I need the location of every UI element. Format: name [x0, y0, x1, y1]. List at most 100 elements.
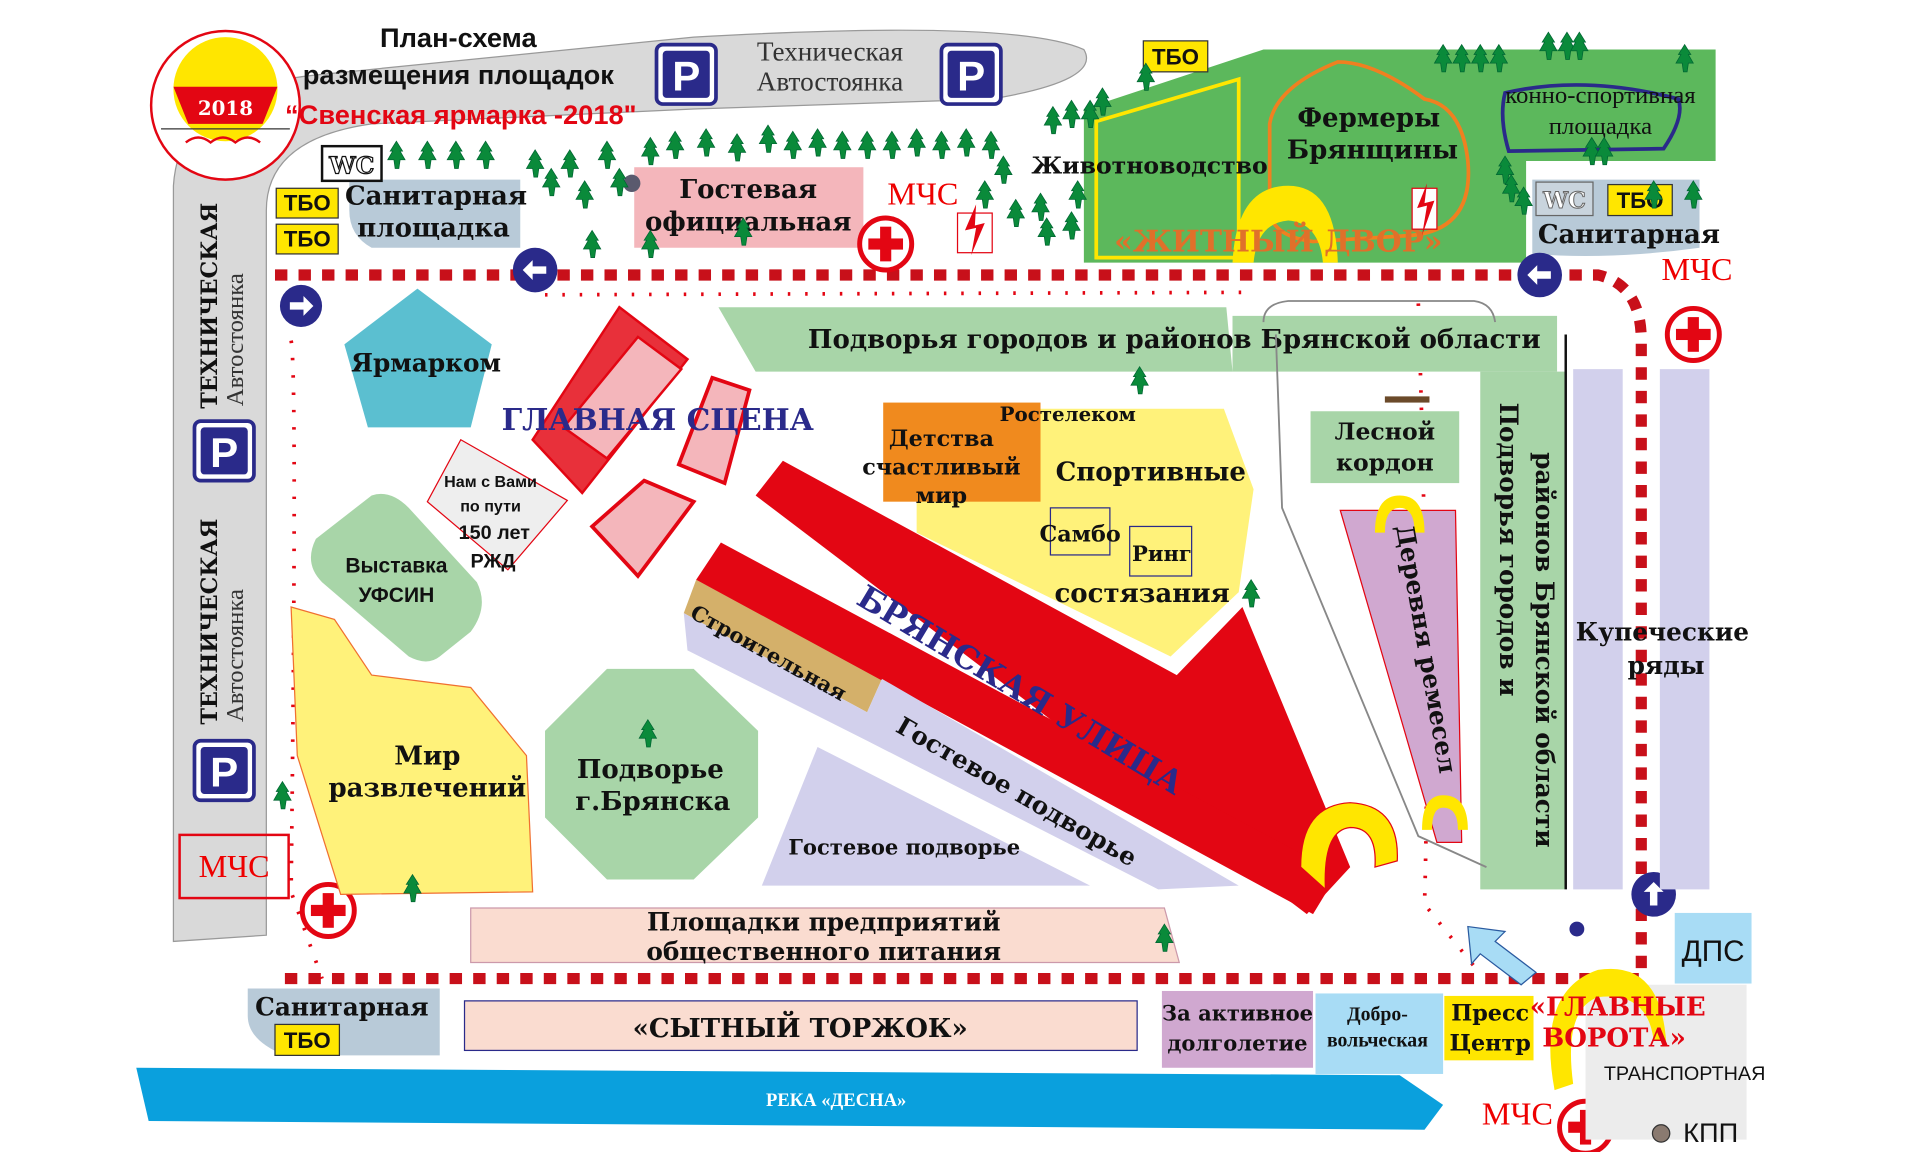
sanitary-left-label-1: Санитарная — [345, 181, 527, 211]
guest-yard-zone — [761, 746, 1091, 886]
svg-text:ТБО: ТБО — [284, 227, 331, 252]
dps-label: ДПС — [1682, 935, 1745, 968]
rzd-label-1: Нам с Вами — [444, 473, 537, 491]
sytny-torzhok-label: «СЫТНЫЙ ТОРЖОК» — [633, 1011, 968, 1044]
rzd-exhibit-zone — [426, 438, 569, 571]
tree-icon — [1062, 211, 1081, 240]
event-name: “Свенская ярмарка -2018" — [285, 99, 637, 130]
tbo-bin-top: ТБО — [1142, 40, 1209, 73]
ring-label: Ринг — [1132, 541, 1192, 566]
sambo-area — [1049, 507, 1111, 556]
svg-text:ТБО: ТБО — [1152, 44, 1199, 69]
kpp-marker — [1651, 1124, 1671, 1143]
main-stage-label: ГЛАВНАЯ СЦЕНА — [502, 403, 814, 438]
tree-icon — [526, 149, 545, 178]
river-desna — [136, 1067, 1444, 1130]
zhitny-dvor-zone — [1083, 49, 1716, 263]
cities-banner-label: Подворья городов и районов Брянской обла… — [808, 325, 1541, 355]
press-center-zone — [1444, 995, 1534, 1061]
volunteer-label-2: вольческая — [1327, 1030, 1428, 1052]
tree-icon — [727, 133, 747, 162]
volunteer-zone — [1315, 993, 1444, 1074]
dps-post — [1674, 912, 1752, 984]
guest-official-label-1: Гостевая — [679, 175, 817, 205]
arch-icon — [1300, 802, 1398, 891]
tree-icon — [1242, 579, 1261, 608]
entrance-arrow-icon — [1467, 925, 1537, 986]
sanitary-area-left — [349, 179, 521, 248]
tree-icon — [697, 128, 716, 157]
tree-icon — [641, 137, 660, 166]
rzd-label-2: по пути — [460, 498, 521, 516]
tree-icon — [858, 130, 877, 159]
tree-icon — [882, 130, 901, 159]
guest-yard-label: Гостевое подворье — [788, 835, 1020, 860]
zhitny-dvor-label: «ЖИТНЫЙ ДВОР» — [1114, 221, 1442, 259]
first-aid-cross-icon — [1667, 308, 1719, 360]
forest-label-2: кордон — [1336, 449, 1434, 477]
tree-icon — [446, 140, 465, 169]
horse-label-1: конно-спортивная — [1505, 82, 1695, 109]
sports-label-2: состязания — [1054, 579, 1229, 609]
horse-area-outline — [1500, 83, 1682, 154]
svg-text:WC: WC — [328, 151, 374, 179]
tree-icon — [1068, 180, 1087, 209]
cities-banner-zone-right — [1232, 315, 1558, 372]
wc-icon: WC — [1535, 181, 1594, 217]
tree-icon — [783, 130, 802, 159]
tree-icon — [1037, 217, 1056, 246]
svg-text:WC: WC — [1542, 188, 1586, 214]
cities-vertical-label-2: районов Брянской области — [1530, 452, 1559, 847]
food-label-2: общественного питания — [646, 937, 1001, 966]
sambo-label: Самбо — [1040, 521, 1121, 547]
transport-zone — [1585, 984, 1747, 1140]
bryansk-yard-zone — [545, 668, 759, 880]
forest-label-1: Лесной — [1335, 418, 1435, 446]
main-gate-label-1: «ГЛАВНЫЕ — [1530, 993, 1706, 1023]
main-stage — [531, 305, 752, 579]
tree-icon — [610, 168, 629, 197]
tree-icon — [1062, 99, 1081, 128]
fair-logo: 2018 — [149, 29, 302, 181]
mchs-label: МЧС — [1482, 1096, 1553, 1132]
sanitary-left-label-2: площадка — [357, 214, 510, 244]
left-parking-label-1a: ТЕХНИЧЕСКАЯ — [197, 203, 223, 409]
bryansk-yard-label-2: г.Брянска — [575, 787, 730, 817]
tree-icon — [1006, 199, 1025, 228]
transport-label: ТРАНСПОРТНАЯ — [1604, 1063, 1766, 1085]
mchs-label: МЧС — [1662, 251, 1733, 287]
bryansk-yard-label-1: Подворье — [577, 755, 724, 785]
map-title-line1: План-схема — [380, 22, 537, 53]
tree-icon — [387, 140, 406, 169]
ring-area — [1129, 525, 1193, 577]
sports-label-1: Спортивные — [1056, 458, 1246, 488]
entertainment-label-2: развлечений — [328, 773, 526, 803]
main-gate-arch — [1550, 968, 1667, 1091]
construction-zone — [683, 579, 882, 713]
farmers-label-2: Брянщины — [1287, 136, 1458, 166]
tree-icon — [476, 140, 495, 169]
point-marker — [1569, 921, 1585, 937]
merchant-rows-2 — [1659, 369, 1710, 890]
food-zone — [470, 907, 1181, 964]
yarmarkom-label: Ярмарком — [351, 349, 501, 378]
cities-vertical-label-1: Подворья городов и — [1494, 403, 1523, 697]
cities-banner-zone — [718, 307, 1233, 372]
tree-icon — [542, 168, 561, 197]
longevity-zone — [1161, 990, 1314, 1068]
entertainment-zone — [290, 606, 534, 895]
wc-icon: WC — [320, 144, 383, 183]
farmers-outline — [1267, 60, 1471, 244]
press-label-1: Пресс — [1451, 1001, 1529, 1027]
tree-icon — [808, 128, 827, 157]
tree-icon — [957, 128, 976, 157]
food-label-1: Площадки предприятий — [647, 907, 1001, 936]
childhood-label-3: мир — [916, 483, 967, 509]
parking-sign-left-2: P — [192, 738, 256, 803]
main-gate-label-2: ВОРОТА» — [1542, 1024, 1686, 1054]
electric-icon — [1411, 183, 1438, 236]
rzd-label-4: РЖД — [471, 550, 516, 572]
farmers-label-1: Фермеры — [1297, 103, 1440, 133]
svg-text:ТБО: ТБО — [284, 191, 331, 216]
